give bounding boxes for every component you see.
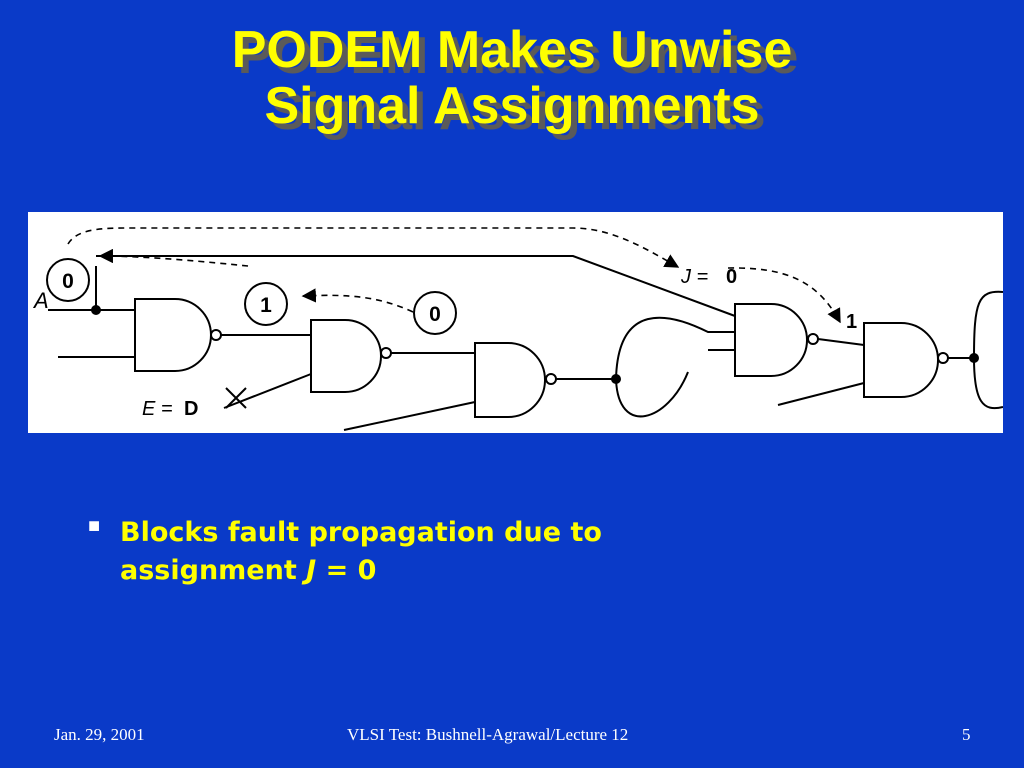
circuit-svg: 0 1 0 A J = 0 1 E = D — [32, 227, 1003, 431]
nand-gate-3 — [474, 342, 546, 418]
nand-gate-2 — [310, 319, 382, 393]
nand-gate-4 — [734, 303, 808, 377]
value-g3-text: 0 — [429, 303, 441, 326]
nand-bubble-3 — [545, 373, 557, 385]
e-value: D — [184, 398, 198, 420]
junction-dot-out — [969, 353, 979, 363]
title-line-1: PODEM Makes Unwise — [231, 21, 793, 79]
nand-bubble-2 — [380, 347, 392, 359]
nand-gate-5 — [863, 322, 939, 398]
title-line-2: Signal Assignments — [264, 77, 760, 135]
footer-page-number: 5 — [962, 725, 971, 744]
circuit-diagram: 0 1 0 A J = 0 1 E = D — [28, 212, 1003, 433]
value-circle-g3 — [413, 291, 457, 335]
output-value: 1 — [846, 311, 857, 333]
input-a-label: A — [32, 288, 49, 313]
bullet-eq: = 0 — [325, 555, 377, 586]
nand-gate-1 — [134, 298, 212, 372]
wire-g3-down — [615, 371, 689, 418]
fault-x-mark — [225, 387, 247, 409]
junction-dot-g3 — [611, 374, 621, 384]
nand-bubble-4 — [807, 333, 819, 345]
wire-g5-in2 — [777, 382, 865, 406]
wire-a-long — [96, 255, 736, 317]
footer-course: VLSI Test: Bushnell-Agrawal/Lecture 12 — [347, 725, 629, 744]
nand-bubble-1 — [210, 329, 222, 341]
nand-bubble-5 — [937, 352, 949, 364]
bullet-main-text: Blocks fault propagation due to assignme… — [120, 517, 602, 586]
bullet-var: J — [306, 555, 317, 586]
bullet-text: Blocks fault propagation due to assignme… — [120, 514, 760, 590]
footer-date: Jan. 29, 2001 — [54, 725, 145, 744]
dashed-arrow-backtrace — [67, 227, 680, 268]
junction-dot-a — [91, 305, 101, 315]
value-g1-text: 1 — [260, 294, 272, 317]
j-label: J = — [680, 266, 708, 288]
value-circle-a — [46, 258, 90, 302]
bullet-square-icon: ■ — [88, 515, 101, 537]
wire-loop — [615, 316, 735, 380]
j-value: 0 — [726, 266, 737, 288]
wire-g4-g5 — [817, 338, 865, 346]
e-label: E = — [142, 398, 173, 420]
dashed-arrow-j — [727, 267, 841, 324]
wire-e — [223, 373, 312, 409]
value-circle-g1 — [244, 282, 288, 326]
slide-title: PODEM Makes Unwise Signal Assignments — [0, 22, 1024, 134]
wire-out-curve — [973, 290, 1003, 410]
wire-g3-in2 — [343, 401, 476, 431]
value-a-text: 0 — [62, 270, 74, 293]
dashed-arrow-to-a — [98, 248, 249, 267]
dashed-arrow-to-g1 — [301, 288, 414, 313]
